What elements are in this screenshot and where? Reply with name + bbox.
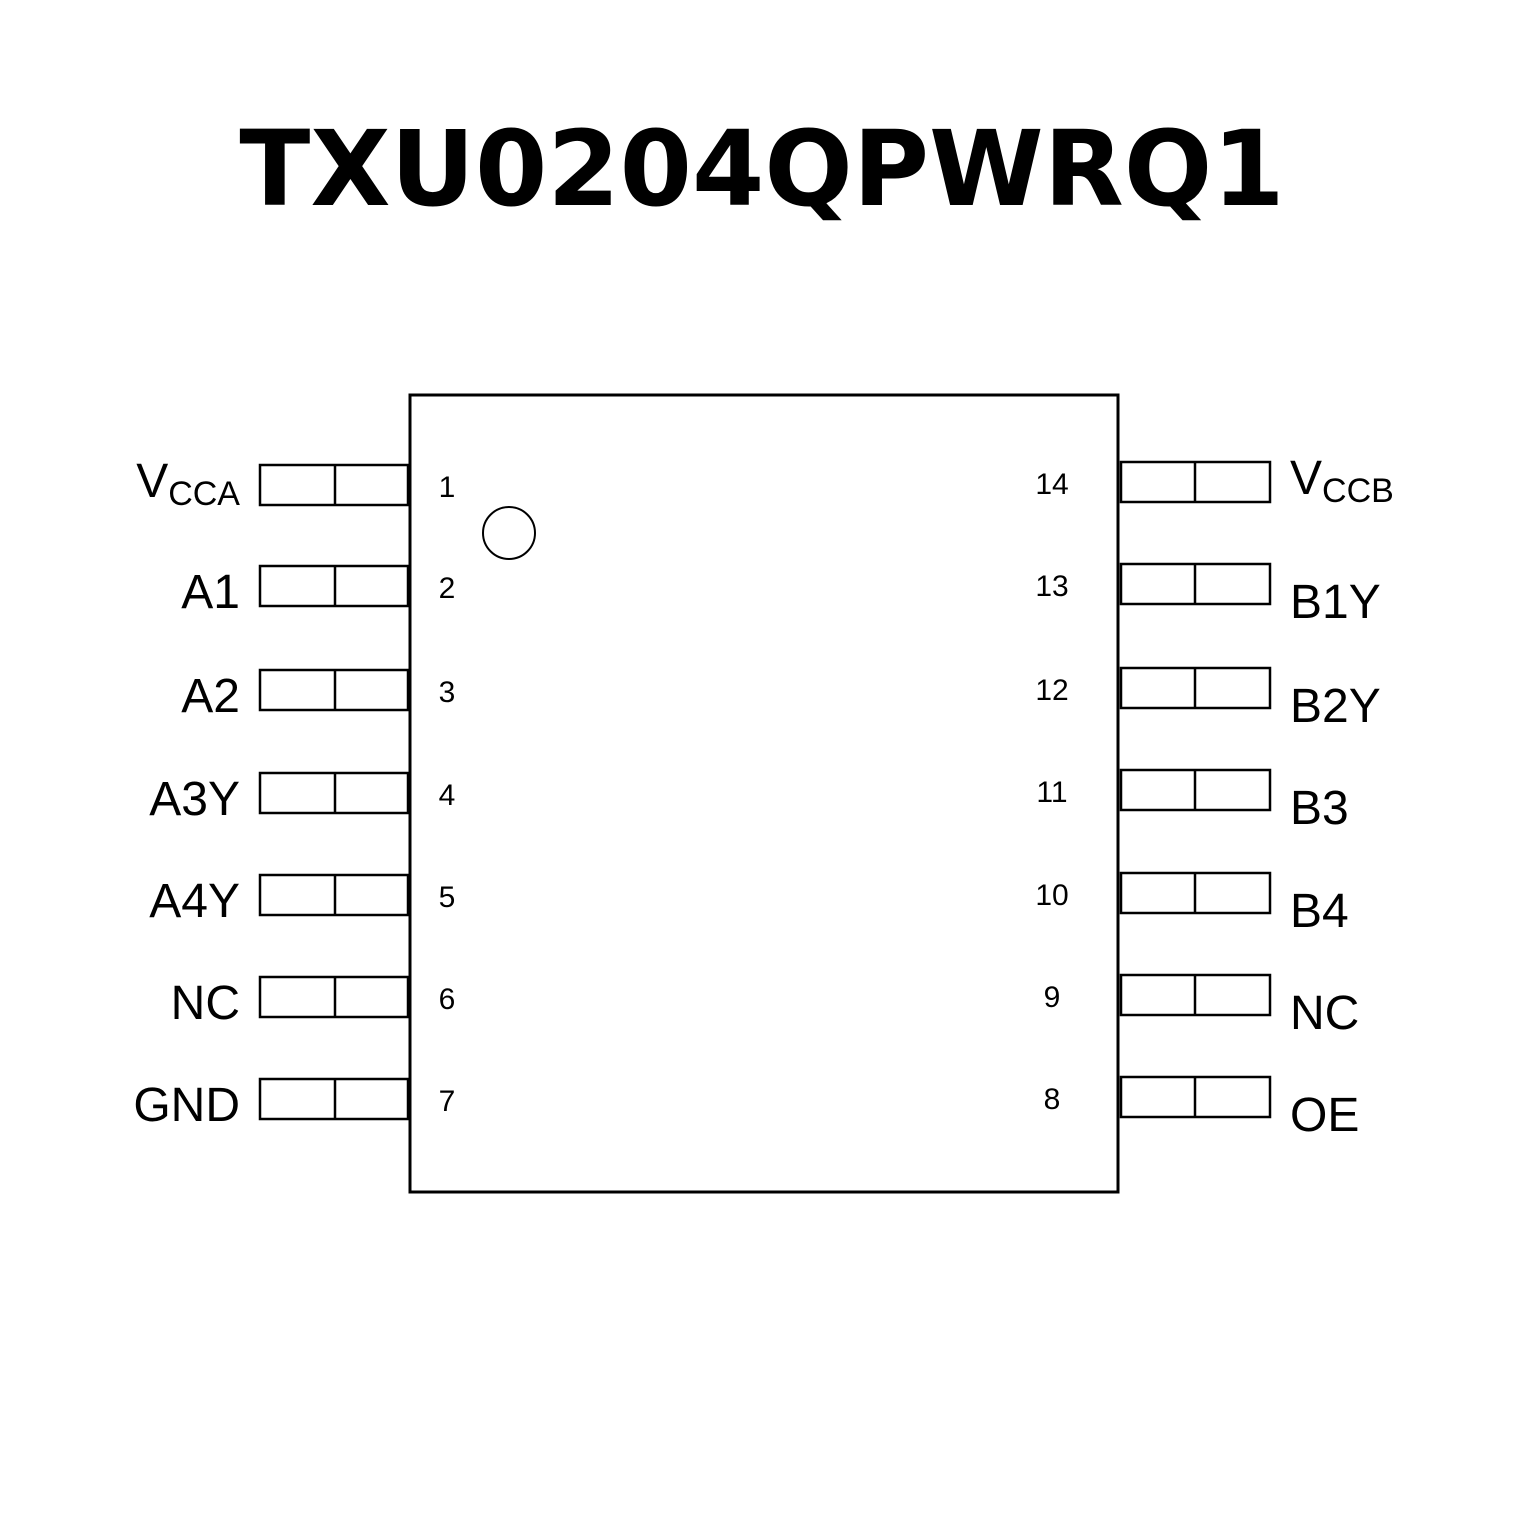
pin-number: 2: [439, 572, 456, 605]
pin-name: B4: [1290, 885, 1349, 938]
pin-1: 1 VCCA: [136, 455, 455, 513]
pin-number: 12: [1035, 674, 1068, 707]
pin-8: 8 OE: [1044, 1075, 1359, 1142]
pin-name: OE: [1290, 1089, 1359, 1142]
pin-13: 13 B1Y: [1035, 562, 1381, 629]
pin-name: A1: [181, 566, 240, 619]
pin-10: 10 B4: [1035, 871, 1349, 938]
pin-number: 1: [439, 471, 456, 504]
pin-14: 14 VCCB: [1035, 452, 1394, 510]
pin-number: 13: [1035, 570, 1068, 603]
pin-number: 7: [439, 1085, 456, 1118]
pin-4: 4 A3Y: [149, 771, 456, 826]
pin-name: A4Y: [149, 875, 240, 928]
pin-number: 11: [1036, 776, 1067, 809]
pin-number: 4: [439, 779, 456, 812]
pin-name: B1Y: [1290, 576, 1381, 629]
pin-name: GND: [133, 1079, 240, 1132]
pin-name: B2Y: [1290, 680, 1381, 733]
pin-name: VCCB: [1290, 452, 1394, 510]
ic-body: [408, 393, 1120, 1194]
pin-7: 7 GND: [133, 1077, 456, 1132]
pin-number: 3: [439, 676, 456, 709]
pin1-indicator-dot: [482, 506, 536, 560]
pin-6: 6 NC: [171, 975, 456, 1030]
pin-number: 6: [439, 983, 456, 1016]
pin-name: A3Y: [149, 773, 240, 826]
pin-number: 14: [1035, 468, 1068, 501]
pin-name: B3: [1290, 782, 1349, 835]
pin-12: 12 B2Y: [1035, 666, 1381, 733]
pin-2: 2 A1: [181, 564, 456, 619]
pin-name: A2: [181, 670, 240, 723]
pin-number: 9: [1044, 981, 1061, 1014]
pin-name: NC: [1290, 987, 1359, 1040]
part-number-title: TXU0204QPWRQ1: [239, 108, 1284, 230]
pin-5: 5 A4Y: [149, 873, 456, 928]
pin-number: 10: [1035, 879, 1068, 912]
pin-11: 11 B3: [1036, 768, 1349, 835]
pin-number: 8: [1044, 1083, 1061, 1116]
pin-name-subscript: CCB: [1322, 472, 1394, 510]
pin-number: 5: [439, 881, 456, 914]
pin-name: VCCA: [136, 455, 240, 513]
pin-name-subscript: CCA: [168, 475, 240, 513]
pin-name: NC: [171, 977, 240, 1030]
pin-9: 9 NC: [1044, 973, 1359, 1040]
pin-3: 3 A2: [181, 668, 456, 723]
